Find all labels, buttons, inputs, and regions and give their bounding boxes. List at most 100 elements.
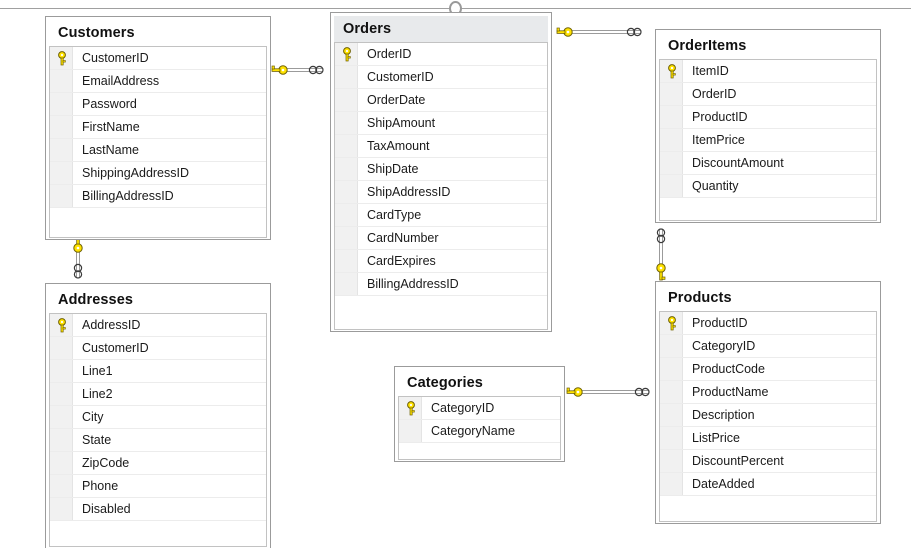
table-title[interactable]: Customers: [49, 20, 267, 46]
row-gutter[interactable]: [50, 116, 73, 138]
column-row[interactable]: ItemID: [660, 60, 876, 83]
column-row[interactable]: ItemPrice: [660, 129, 876, 152]
row-gutter[interactable]: [50, 383, 73, 405]
row-gutter[interactable]: [335, 204, 358, 226]
column-row[interactable]: State: [50, 429, 266, 452]
column-row[interactable]: OrderID: [335, 43, 547, 66]
column-row[interactable]: CustomerID: [50, 47, 266, 70]
column-row[interactable]: ProductName: [660, 381, 876, 404]
column-row[interactable]: Line1: [50, 360, 266, 383]
row-gutter[interactable]: [335, 66, 358, 88]
row-gutter[interactable]: [50, 47, 73, 69]
row-gutter[interactable]: [660, 152, 683, 174]
column-row[interactable]: ShipDate: [335, 158, 547, 181]
empty-row[interactable]: [660, 198, 876, 220]
row-gutter[interactable]: [50, 93, 73, 115]
column-row[interactable]: CategoryID: [660, 335, 876, 358]
column-row[interactable]: Password: [50, 93, 266, 116]
row-gutter[interactable]: [660, 83, 683, 105]
row-gutter[interactable]: [660, 312, 683, 334]
row-gutter[interactable]: [335, 89, 358, 111]
empty-row[interactable]: [50, 208, 266, 231]
column-row[interactable]: Line2: [50, 383, 266, 406]
row-gutter[interactable]: [335, 158, 358, 180]
column-row[interactable]: ShipAddressID: [335, 181, 547, 204]
table-title[interactable]: OrderItems: [659, 33, 877, 59]
row-gutter[interactable]: [335, 43, 358, 65]
column-row[interactable]: ProductID: [660, 106, 876, 129]
column-row[interactable]: CategoryName: [399, 420, 560, 443]
empty-row[interactable]: [50, 521, 266, 544]
column-row[interactable]: ShipAmount: [335, 112, 547, 135]
column-row[interactable]: ListPrice: [660, 427, 876, 450]
row-gutter[interactable]: [335, 273, 358, 295]
column-row[interactable]: CardExpires: [335, 250, 547, 273]
column-row[interactable]: DiscountPercent: [660, 450, 876, 473]
table-title[interactable]: Products: [659, 285, 877, 311]
row-gutter[interactable]: [50, 70, 73, 92]
row-gutter[interactable]: [50, 429, 73, 451]
column-row[interactable]: CustomerID: [335, 66, 547, 89]
row-gutter[interactable]: [660, 358, 683, 380]
column-row[interactable]: Description: [660, 404, 876, 427]
column-row[interactable]: AddressID: [50, 314, 266, 337]
column-row[interactable]: CardType: [335, 204, 547, 227]
row-gutter[interactable]: [335, 181, 358, 203]
row-gutter[interactable]: [660, 381, 683, 403]
row-gutter[interactable]: [660, 450, 683, 472]
column-row[interactable]: BillingAddressID: [50, 185, 266, 208]
row-gutter[interactable]: [660, 60, 683, 82]
row-gutter[interactable]: [50, 498, 73, 520]
row-gutter[interactable]: [399, 397, 422, 419]
row-gutter[interactable]: [50, 314, 73, 336]
row-gutter[interactable]: [335, 112, 358, 134]
column-row[interactable]: ZipCode: [50, 452, 266, 475]
column-row[interactable]: OrderID: [660, 83, 876, 106]
row-gutter[interactable]: [50, 337, 73, 359]
column-row[interactable]: CardNumber: [335, 227, 547, 250]
column-row[interactable]: BillingAddressID: [335, 273, 547, 296]
row-gutter[interactable]: [50, 452, 73, 474]
column-row[interactable]: LastName: [50, 139, 266, 162]
row-gutter[interactable]: [50, 360, 73, 382]
row-gutter[interactable]: [660, 106, 683, 128]
row-gutter[interactable]: [50, 406, 73, 428]
row-gutter[interactable]: [660, 473, 683, 495]
column-row[interactable]: CategoryID: [399, 397, 560, 420]
relationship-products-to-orderitems[interactable]: [656, 228, 666, 281]
column-row[interactable]: CustomerID: [50, 337, 266, 360]
relationship-orders-to-orderitems[interactable]: [556, 27, 642, 37]
row-gutter[interactable]: [50, 475, 73, 497]
relationship-customers-to-addresses[interactable]: [73, 235, 83, 279]
column-row[interactable]: EmailAddress: [50, 70, 266, 93]
table-title[interactable]: Addresses: [49, 287, 267, 313]
column-row[interactable]: DateAdded: [660, 473, 876, 496]
row-gutter[interactable]: [660, 129, 683, 151]
column-row[interactable]: OrderDate: [335, 89, 547, 112]
column-row[interactable]: Quantity: [660, 175, 876, 198]
row-gutter[interactable]: [660, 404, 683, 426]
column-row[interactable]: City: [50, 406, 266, 429]
row-gutter[interactable]: [50, 185, 73, 207]
row-gutter[interactable]: [50, 162, 73, 184]
table-title[interactable]: Orders: [334, 16, 548, 42]
row-gutter[interactable]: [660, 335, 683, 357]
column-row[interactable]: TaxAmount: [335, 135, 547, 158]
row-gutter[interactable]: [399, 420, 422, 442]
relationship-customers-to-orders[interactable]: [271, 65, 324, 75]
row-gutter[interactable]: [660, 175, 683, 197]
column-row[interactable]: Phone: [50, 475, 266, 498]
column-row[interactable]: ProductID: [660, 312, 876, 335]
column-row[interactable]: DiscountAmount: [660, 152, 876, 175]
row-gutter[interactable]: [660, 427, 683, 449]
column-row[interactable]: ShippingAddressID: [50, 162, 266, 185]
